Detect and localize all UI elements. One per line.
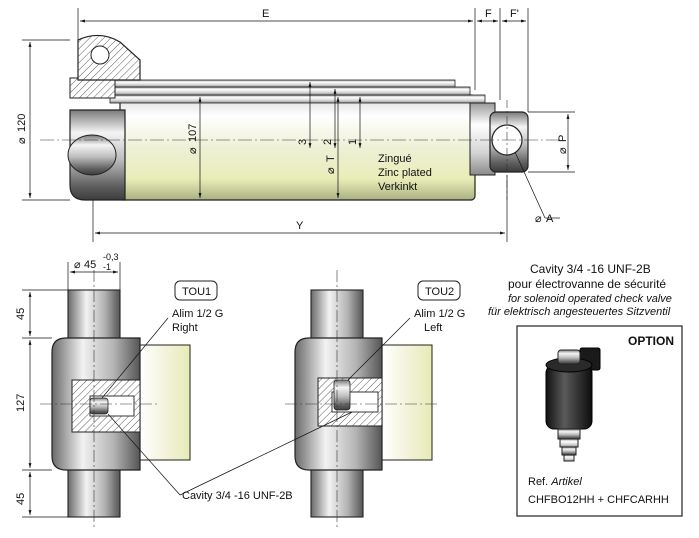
dim-127: 127 [15, 394, 27, 412]
cylinder-side-view [40, 34, 560, 201]
stage-tube-2 [109, 86, 471, 96]
dia-P-label: ⌀ P [557, 135, 569, 154]
cavity-info-title: Cavity 3/4 -16 UNF-2B [530, 262, 651, 276]
svg-text:⌀: ⌀ [325, 167, 337, 174]
tou1-tag-box [174, 280, 218, 301]
stage-label-2: 2 [322, 139, 334, 145]
tou1-side: Right [172, 322, 198, 334]
option-part-numbers: CHFBO12HH + CHFCARHH [528, 494, 669, 506]
svg-text:⌀: ⌀ [187, 147, 199, 154]
stage-tube-1 [109, 79, 456, 88]
dia-A-label: ⌀ A [535, 213, 554, 225]
dia-107-label: ⌀ 107 [187, 124, 199, 154]
dim-E-label: E [262, 8, 269, 20]
tou2-tag: TOU2 [425, 286, 454, 298]
svg-text:⌀: ⌀ [535, 213, 542, 225]
base-port-circle [90, 45, 110, 65]
cavity-info-en: for solenoid operated check valve [508, 293, 672, 305]
dia-45-label: ⌀ 45 -0,3 -1 [74, 252, 119, 272]
finish-de: Verkinkt [378, 181, 417, 193]
cavity-info-de: für elektrisch angesteuertes Sitzventil [488, 306, 671, 318]
option-ref: Ref. Artikel [528, 476, 582, 488]
stage-tube-3 [109, 94, 486, 104]
svg-text:-1: -1 [103, 262, 111, 272]
dim-45-top: 45 [15, 308, 27, 320]
tou1-view [40, 270, 191, 528]
dia-T-label: ⌀ T [325, 155, 337, 174]
stage-labels: 3 2 1 [297, 139, 359, 145]
svg-text:⌀: ⌀ [74, 259, 81, 271]
dim-45-bottom: 45 [15, 493, 27, 505]
option-box: OPTION Ref. Artikel CHFBO12HH + CHFCARHH [516, 325, 683, 517]
svg-text:120: 120 [16, 114, 28, 132]
cavity-info-fr: pour électrovanne de sécurité [508, 277, 666, 291]
cavity-callout: Cavity 3/4 -16 UNF-2B [182, 490, 293, 502]
base-pivot [67, 134, 117, 176]
dia-120-label: ⌀ 120 [16, 114, 28, 144]
svg-text:A: A [546, 213, 554, 225]
svg-text:P: P [557, 135, 569, 142]
tou2-tag-box [417, 280, 461, 301]
dim-Y-label: Y [296, 220, 304, 232]
bottom-dimensions [22, 262, 411, 518]
tou2-feed: Alim 1/2 G [414, 308, 465, 320]
tou1-feed: Alim 1/2 G [172, 308, 223, 320]
finish-fr: Zingué [378, 153, 412, 165]
svg-text:⌀: ⌀ [16, 137, 28, 144]
solenoid-valve-icon [545, 347, 601, 462]
tou2-view [285, 270, 440, 528]
svg-text:107: 107 [187, 124, 199, 142]
svg-text:-0,3: -0,3 [103, 252, 119, 262]
tou1-tag: TOU1 [182, 286, 211, 298]
tou2-side: Left [424, 322, 442, 334]
cylinder-tube [119, 94, 476, 201]
top-dimensions [22, 8, 575, 242]
dim-F-prime-label: F' [510, 8, 519, 20]
gland-section [69, 77, 116, 99]
option-label: OPTION [628, 334, 674, 348]
stage-label-1: 1 [347, 139, 359, 145]
tou2-tube [381, 344, 433, 461]
tou1-valve-body [89, 397, 109, 415]
svg-text:45: 45 [84, 259, 96, 271]
stage-label-3: 3 [297, 139, 309, 145]
dim-F-label: F [485, 8, 492, 20]
finish-en: Zinc plated [378, 167, 432, 179]
svg-text:T: T [325, 155, 337, 162]
tou1-tube [139, 344, 191, 461]
tou2-valve-body [333, 379, 351, 411]
svg-text:⌀: ⌀ [557, 147, 569, 154]
